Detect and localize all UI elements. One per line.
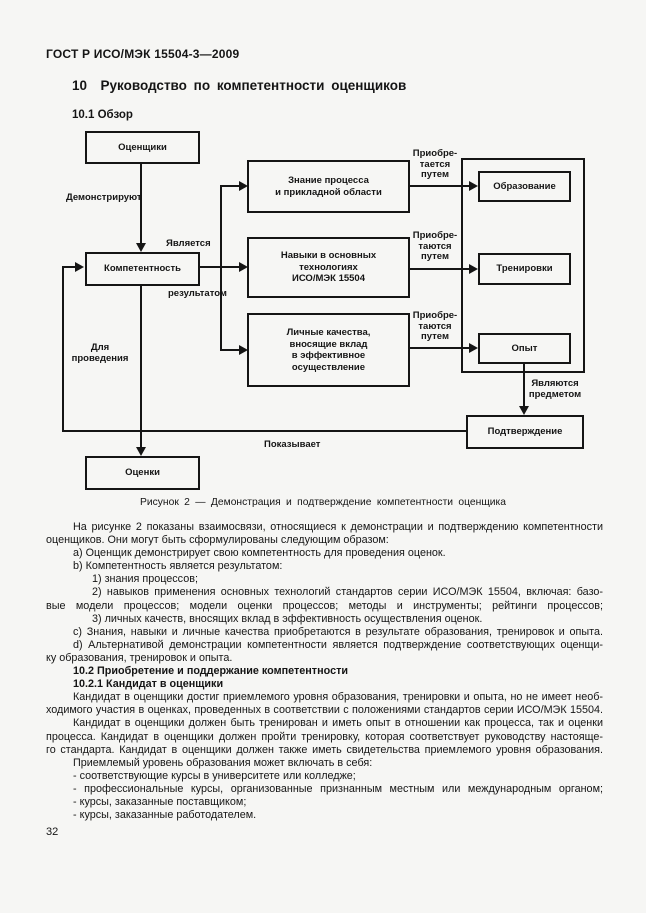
- body-line: процесса. Кандидат в оценщики должен про…: [46, 730, 603, 743]
- body-line: го стандарта. Кандидат в оценщики должен…: [46, 743, 603, 756]
- label-for-conducting: Для проведения: [71, 342, 129, 364]
- section-subheading: 10.1 Обзор: [72, 109, 133, 121]
- arrowhead-right-skills: [239, 262, 248, 272]
- connector-branch-bottom: [220, 349, 241, 351]
- arrowhead-right-education: [469, 181, 478, 191]
- connector-assessors-competence: [140, 164, 142, 244]
- arrowhead-down-assessments: [136, 447, 146, 456]
- standard-header: ГОСТ Р ИСО/МЭК 15504-3—2009: [46, 47, 240, 61]
- connector-loop-top: [62, 266, 77, 268]
- arrowhead-right-training: [469, 264, 478, 274]
- connector-competence-assessments: [140, 286, 142, 447]
- body-line: Кандидат в оценщики должен быть трениров…: [73, 717, 603, 730]
- body-line: - курсы, заказанные работодателем.: [73, 809, 257, 822]
- node-personal-qualities: Личные качества, вносящие вклад в эффект…: [247, 313, 410, 387]
- label-subject-of: Являются предметом: [528, 378, 582, 400]
- node-knowledge: Знание процесса и прикладной области: [247, 160, 410, 213]
- body-line: вые модели процессов; модели оценки проц…: [46, 599, 603, 612]
- body-text: На рисунке 2 показаны взаимосвязи, относ…: [46, 521, 603, 822]
- node-assessors: Оценщики: [85, 131, 200, 164]
- node-competence: Компетентность: [85, 252, 200, 286]
- connector-branch-top: [220, 185, 241, 187]
- arrowhead-right-personal: [239, 345, 248, 355]
- body-line: d) Альтернативой демонстрации компетентн…: [73, 638, 603, 651]
- body-line: a) Оценщик демонстрирует свою компетентн…: [73, 547, 446, 560]
- connector-personal-experience: [410, 347, 470, 349]
- page-number: 32: [46, 826, 59, 838]
- body-line: ходимого участия в оценках, проведенных …: [46, 704, 603, 717]
- label-result: результатом: [168, 288, 227, 299]
- body-line: оценщиков. Они могут быть сформулированы…: [46, 534, 389, 547]
- body-line: - курсы, заказанные поставщиком;: [73, 795, 247, 808]
- connector-validation-left: [63, 430, 466, 432]
- body-line: - соответствующие курсы в университете и…: [73, 769, 356, 782]
- section-heading: 10 Руководство по компетентности оценщик…: [72, 78, 407, 93]
- connector-skills-training: [410, 268, 470, 270]
- body-line: c) Знания, навыки и личные качества прио…: [73, 625, 603, 638]
- label-acquired-by-2: Приобре- таются путем: [412, 230, 458, 262]
- body-line: 1) знания процессов;: [92, 573, 198, 586]
- arrowhead-down-validation: [519, 406, 529, 415]
- body-line: - профессиональные курсы, организованные…: [73, 782, 603, 795]
- body-line: Приемлемый уровень образования может вкл…: [73, 756, 373, 769]
- connector-knowledge-education: [410, 185, 470, 187]
- node-validation: Подтверждение: [466, 415, 584, 449]
- arrowhead-down-competence: [136, 243, 146, 252]
- connector-left-loop: [62, 266, 64, 432]
- figure-caption: Рисунок 2 — Демонстрация и подтверждение…: [139, 497, 506, 508]
- node-experience: Опыт: [478, 333, 571, 364]
- node-assessments: Оценки: [85, 456, 200, 490]
- arrowhead-right-experience: [469, 343, 478, 353]
- body-subheading-10-2-1: 10.2.1 Кандидат в оценщики: [73, 678, 224, 691]
- body-line: 3) личных качеств, вносящих вклад в эффе…: [92, 612, 483, 625]
- body-line: ку образования, тренировок и опыта.: [46, 651, 233, 664]
- label-is: Является: [166, 238, 211, 249]
- node-training: Тренировки: [478, 253, 571, 285]
- body-line: Кандидат в оценщики достиг приемлемого у…: [73, 691, 603, 704]
- body-line: На рисунке 2 показаны взаимосвязи, относ…: [73, 521, 603, 533]
- label-demonstrate: Демонстрируют: [66, 192, 142, 203]
- body-line: 2) навыков применения основных технологи…: [92, 586, 603, 599]
- connector-branch-vertical: [220, 185, 222, 351]
- arrowhead-right-knowledge: [239, 181, 248, 191]
- arrowhead-right-competence: [75, 262, 84, 272]
- body-line: b) Компетентность является результатом:: [73, 560, 283, 573]
- connector-experience-validation: [523, 364, 525, 408]
- label-acquired-by-3: Приобре- таются путем: [412, 310, 458, 342]
- label-acquired-by-1: Приобре- тается путем: [412, 148, 458, 180]
- node-education: Образование: [478, 171, 571, 202]
- node-skills: Навыки в основных технологиях ИСО/МЭК 15…: [247, 237, 410, 298]
- label-shows: Показывает: [264, 439, 321, 450]
- body-subheading-10-2: 10.2 Приобретение и поддержание компетен…: [73, 665, 349, 678]
